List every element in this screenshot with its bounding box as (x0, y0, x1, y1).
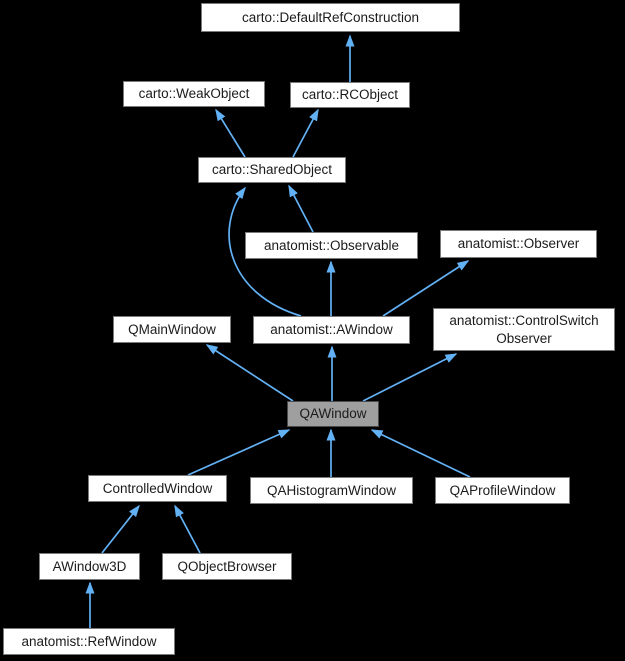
edge-shared-object-to-weak-object (215, 108, 246, 158)
class-node-ref-window[interactable]: anatomist::RefWindow (3, 628, 175, 655)
class-node-weak-object[interactable]: carto::WeakObject (123, 81, 265, 107)
class-node-controlled-window[interactable]: ControlledWindow (88, 475, 227, 502)
class-node-qmainwindow[interactable]: QMainWindow (113, 316, 231, 343)
edge-awindow-to-shared-object (228, 186, 302, 317)
class-node-qawindow: QAWindow (287, 401, 379, 427)
edge-observable-to-shared-object (288, 184, 314, 233)
edge-awindow-to-observer (382, 260, 470, 317)
class-node-qobject-browser[interactable]: QObjectBrowser (162, 553, 292, 580)
class-node-observable[interactable]: anatomist::Observable (245, 232, 418, 259)
class-node-qaprofile-window[interactable]: QAProfileWindow (435, 477, 570, 504)
edge-controlled-window-to-qawindow (187, 429, 291, 476)
class-node-observer[interactable]: anatomist::Observer (440, 230, 597, 258)
edge-qobject-browser-to-controlled-window (174, 504, 201, 554)
class-node-rc-object[interactable]: carto::RCObject (290, 82, 410, 108)
edge-qaprofile-window-to-qawindow (370, 429, 471, 478)
class-node-shared-object[interactable]: carto::SharedObject (198, 157, 346, 183)
class-node-awindow[interactable]: anatomist::AWindow (253, 316, 410, 344)
edge-awindow3d-to-controlled-window (101, 504, 140, 554)
edge-qawindow-to-control-switch-observer (362, 353, 458, 402)
edge-shared-object-to-rc-object (292, 108, 319, 158)
class-node-control-switch-observer[interactable]: anatomist::ControlSwitch Observer (433, 308, 615, 351)
class-node-default-ref-construction[interactable]: carto::DefaultRefConstruction (201, 3, 460, 32)
class-node-qahistogram-window[interactable]: QAHistogramWindow (250, 477, 413, 504)
class-node-awindow3d[interactable]: AWindow3D (39, 553, 140, 580)
edge-qawindow-to-qmainwindow (205, 344, 294, 402)
